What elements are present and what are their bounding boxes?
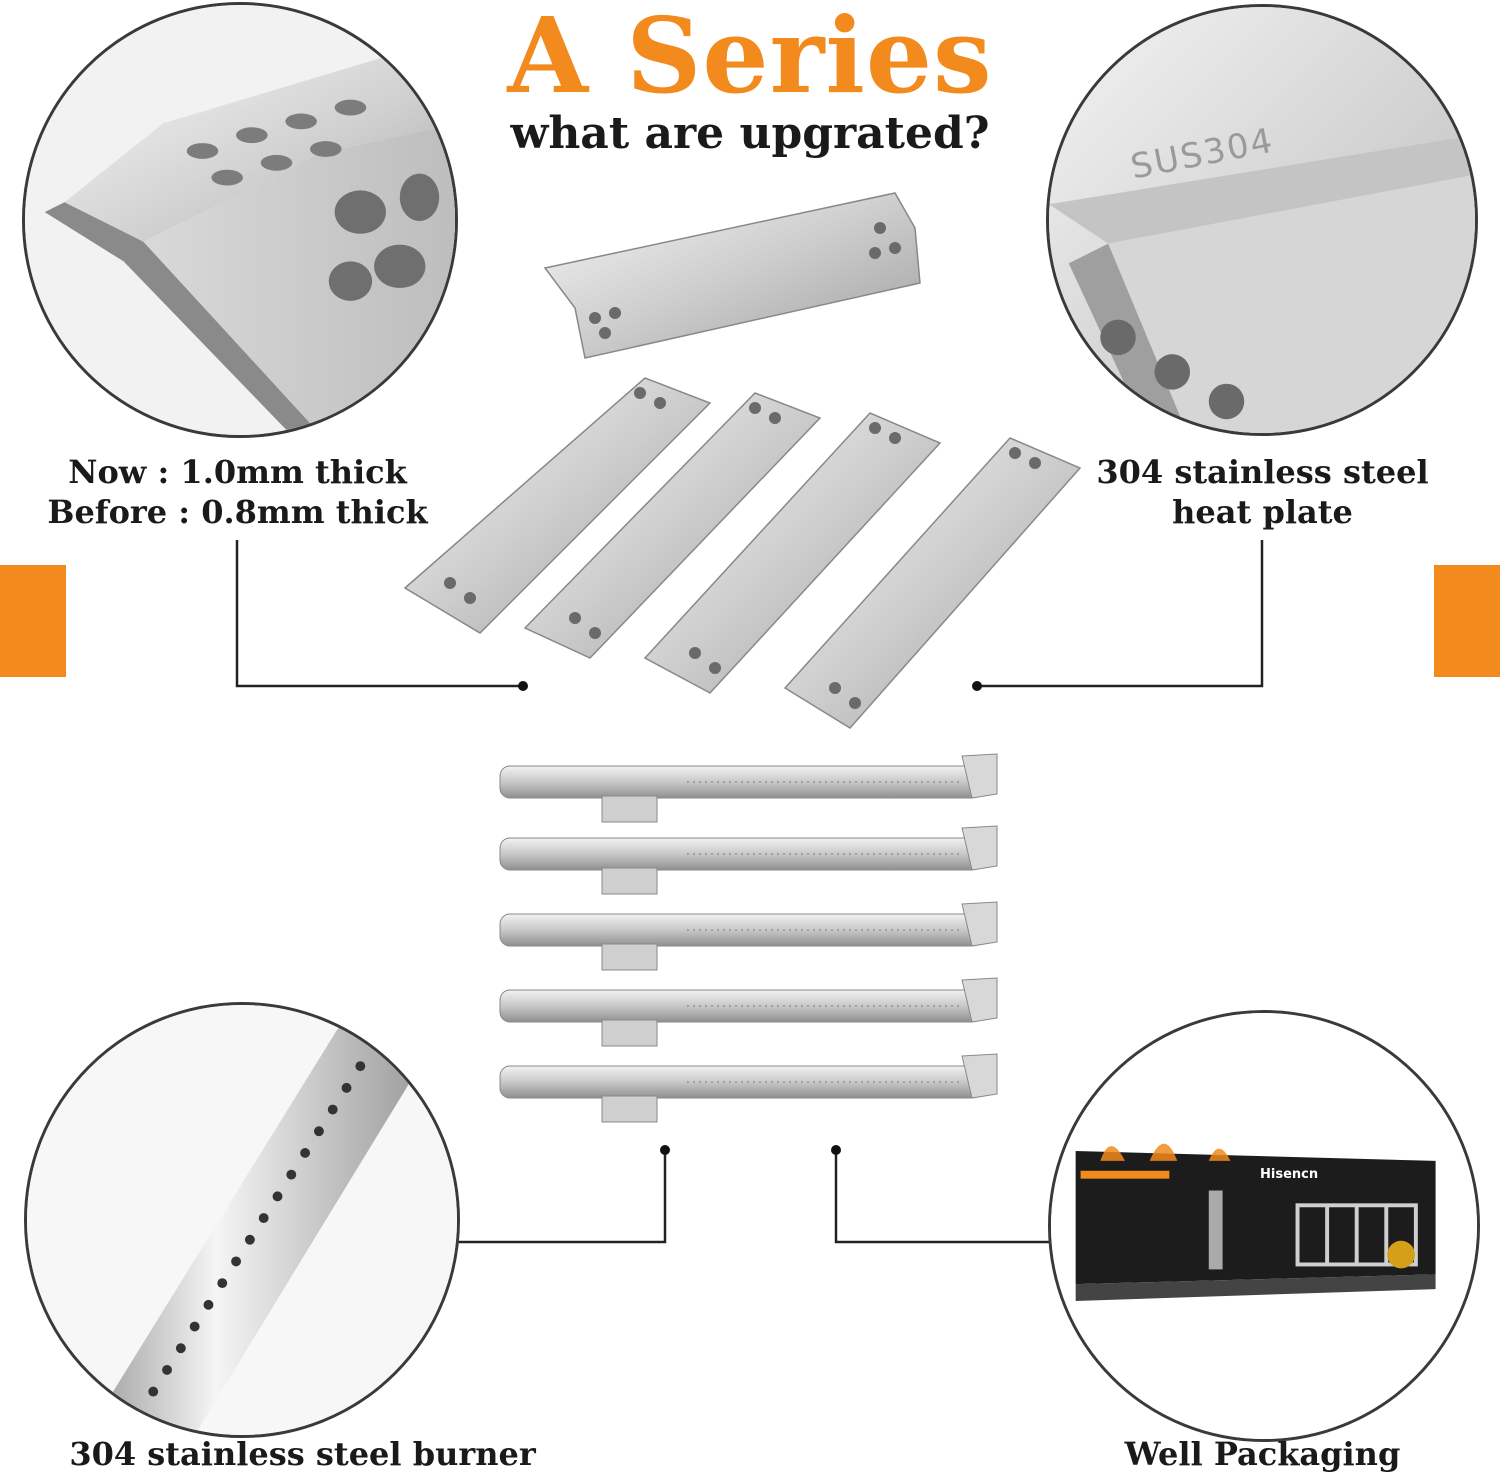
burner-2 <box>499 825 998 895</box>
page-title: A Series <box>507 0 993 117</box>
heat-plates-image <box>403 192 1082 729</box>
burner-closeup-image <box>24 1002 460 1438</box>
heat-plate-label-line2: heat plate <box>1172 493 1353 531</box>
connector-packaging-dot <box>831 1145 841 1155</box>
heat-plate-label-line1: 304 stainless steel <box>1096 453 1429 491</box>
burners-image <box>499 753 998 1123</box>
thickness-before-label: Before : 0.8mm thick <box>47 493 428 531</box>
burner-label: 304 stainless steel burner <box>69 1435 536 1473</box>
packaging-image <box>1048 1010 1480 1442</box>
packaging-label: Well Packaging <box>1124 1435 1401 1473</box>
right-accent-tab <box>1434 565 1500 677</box>
connector-burner <box>455 1150 667 1244</box>
thickness-closeup-image <box>22 2 458 438</box>
sus304-closeup-image <box>1046 4 1478 436</box>
burner-4 <box>499 977 998 1047</box>
burner-3 <box>499 901 998 971</box>
left-accent-tab <box>0 565 66 677</box>
connector-packaging <box>834 1150 1052 1244</box>
burner-5 <box>499 1053 998 1123</box>
connector-burner-dot <box>660 1145 670 1155</box>
burner-1 <box>499 753 998 823</box>
page-subtitle: what are upgrated? <box>510 108 990 159</box>
package-brand-text: Hisencn <box>1260 1167 1319 1182</box>
thickness-now-label: Now : 1.0mm thick <box>68 453 407 491</box>
